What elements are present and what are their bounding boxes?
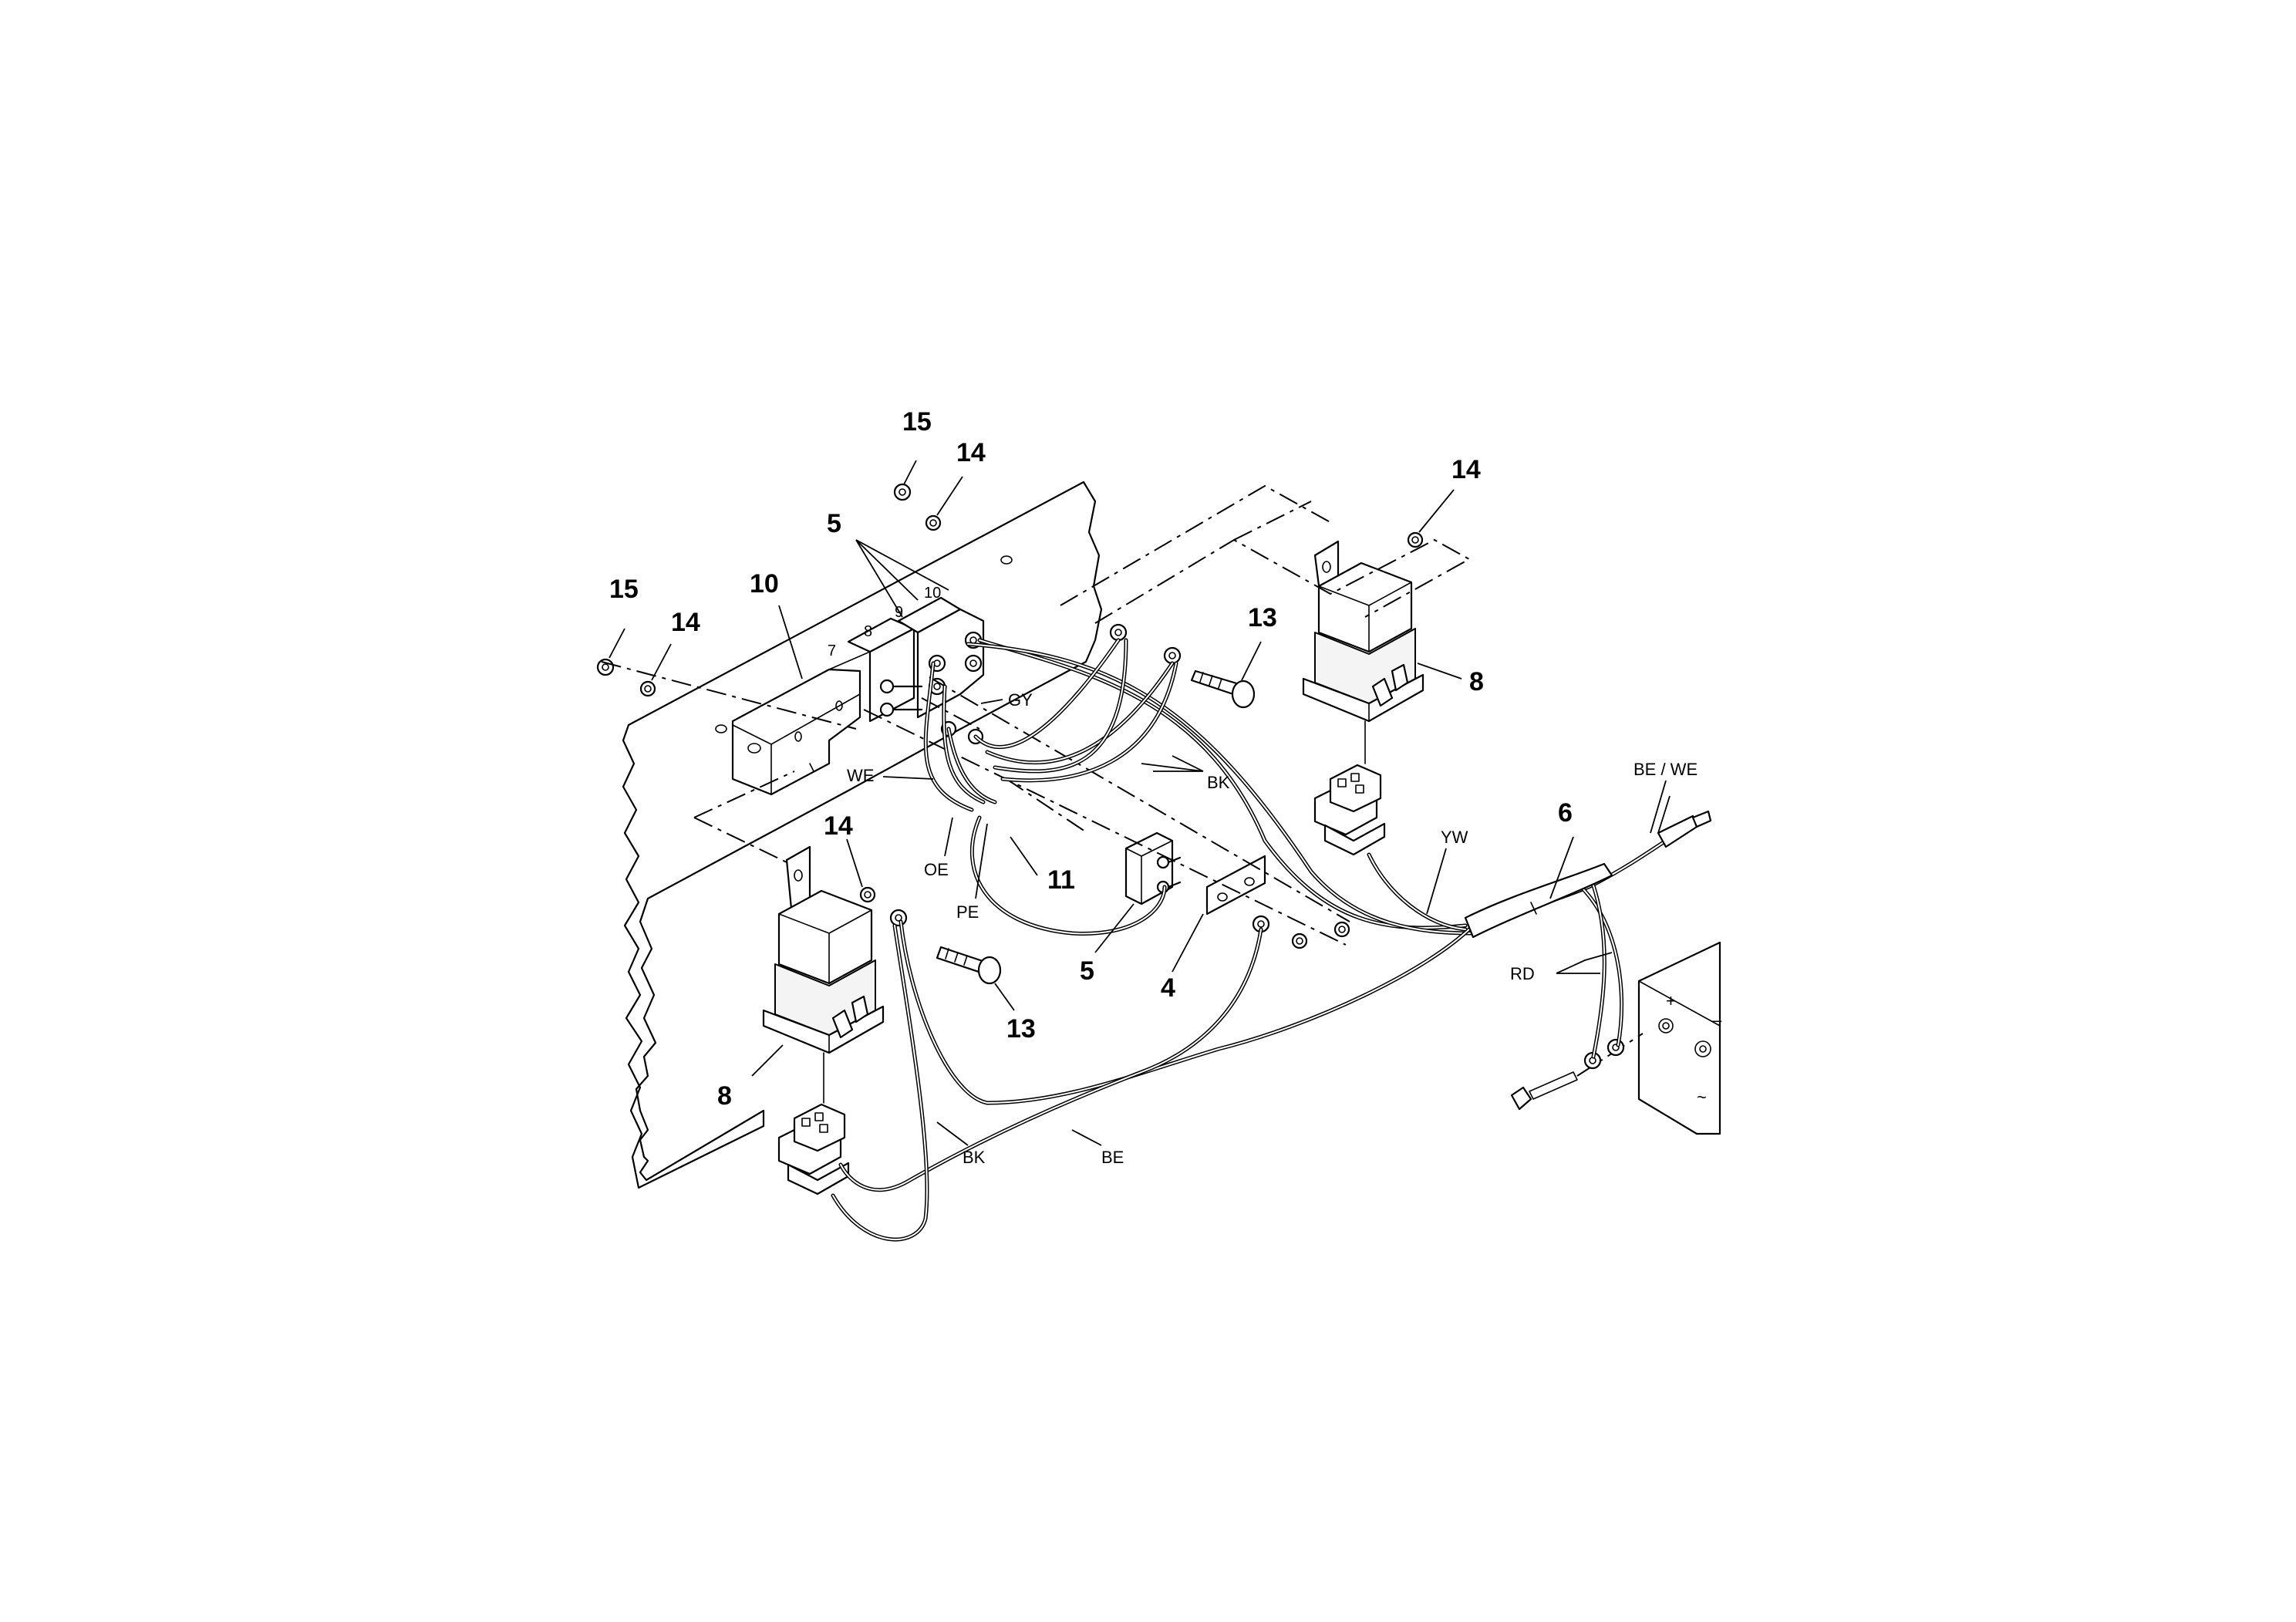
wire-label-gy: GY: [1008, 690, 1033, 710]
bolt-13-lower: [936, 946, 1002, 985]
battery-minus: –: [1712, 1010, 1722, 1030]
wire-label-bk-bottom: BK: [963, 1148, 986, 1167]
callout-10: 10: [750, 569, 779, 599]
callout-8-upper: 8: [1469, 667, 1484, 696]
relay-upper: [1302, 540, 1424, 856]
wire-label-oe: OE: [924, 860, 949, 879]
wire-label-pe: PE: [956, 902, 979, 922]
harness-sleeve-6: [1464, 810, 1712, 939]
callout-15-left: 15: [609, 575, 639, 604]
callout-14-left: 14: [671, 608, 700, 637]
washer-14-right: [1407, 531, 1424, 548]
washer-14-lower: [859, 886, 876, 903]
callout-13-lower: 13: [1006, 1014, 1036, 1044]
battery-wave: ~: [1697, 1088, 1707, 1107]
assembly-centerlines: [601, 484, 1472, 946]
harness-wires: [831, 638, 1668, 1242]
wire-label-be-we: BE / WE: [1633, 760, 1698, 779]
callout-14-right: 14: [1451, 455, 1481, 484]
battery: [1637, 941, 1721, 1135]
callout-8-lower: 8: [717, 1081, 732, 1111]
battery-bolt: [1510, 1033, 1644, 1111]
wire-label-we: WE: [847, 766, 874, 785]
callout-15-upper: 15: [902, 407, 932, 437]
terminal-7: 7: [828, 642, 836, 659]
battery-plus: +: [1666, 991, 1676, 1010]
callout-5-middle: 5: [1080, 956, 1094, 986]
callout-14-upper: 14: [956, 438, 986, 467]
mounting-panel: [622, 481, 1103, 1189]
callout-11: 11: [1047, 865, 1075, 895]
washer-14-upper: [925, 514, 942, 531]
nut-15-left: [596, 658, 615, 676]
washer-14-left: [639, 680, 656, 697]
terminal-8: 8: [864, 623, 872, 640]
wire-label-yw: YW: [1441, 828, 1468, 847]
switch-block: [828, 596, 985, 745]
nut-15-upper: [893, 483, 912, 501]
bracket-4: [1205, 855, 1266, 916]
bracket-10: [731, 668, 861, 796]
callout-4: 4: [1161, 973, 1175, 1003]
relay-lower: [762, 845, 885, 1195]
wire-label-be: BE: [1101, 1148, 1124, 1167]
callout-5-top: 5: [827, 509, 841, 538]
bolt-13-upper: [1190, 669, 1256, 709]
leader-lines: [609, 460, 1671, 1146]
ring-terminals: [889, 623, 1350, 949]
callout-14-lower: 14: [824, 811, 853, 841]
callout-6: 6: [1558, 798, 1573, 828]
switch-middle: [1124, 831, 1182, 905]
wire-label-bk-top: BK: [1207, 773, 1230, 792]
callout-13-upper: 13: [1248, 603, 1277, 632]
wire-label-rd: RD: [1510, 964, 1535, 983]
terminal-10: 10: [924, 585, 941, 602]
